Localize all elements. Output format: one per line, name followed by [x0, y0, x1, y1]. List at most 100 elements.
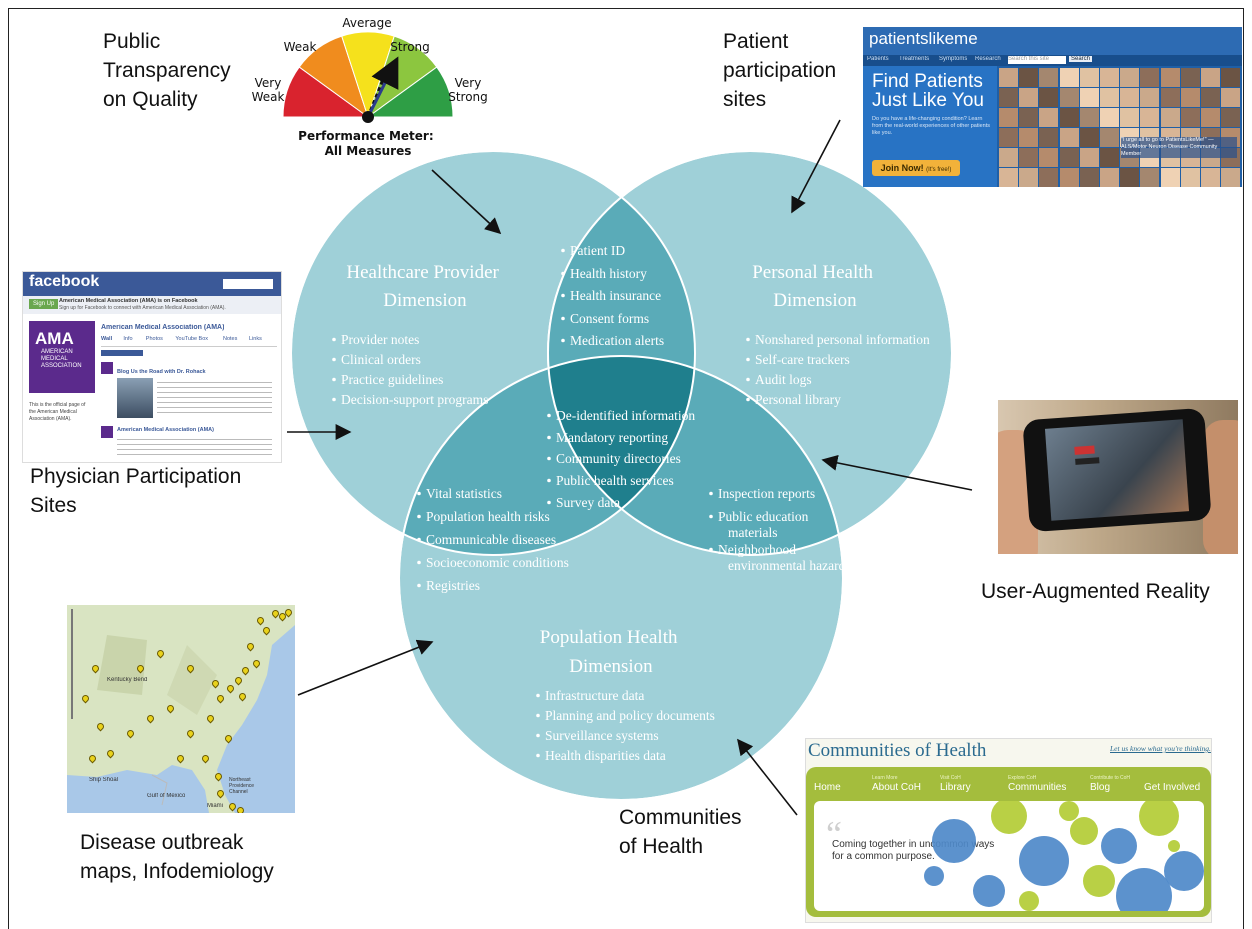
- map-pin[interactable]: [205, 713, 216, 724]
- plm-quote: "I urge all to go to PatientsLikeMe!" —A…: [1121, 137, 1237, 158]
- plm-photo: [999, 108, 1018, 127]
- list-item: Vital statistics: [426, 486, 502, 501]
- map-pin[interactable]: [225, 683, 236, 694]
- bullet: [746, 377, 750, 382]
- map-pin[interactable]: [233, 675, 244, 686]
- coh-nav-item[interactable]: Get Involved: [1144, 782, 1201, 793]
- map-pin[interactable]: [235, 805, 246, 813]
- venn-circles: [290, 150, 953, 801]
- personal-population-overlap: [548, 356, 843, 555]
- coh-bubble: [1139, 801, 1179, 836]
- bullet: [746, 337, 750, 342]
- map-pin[interactable]: [185, 728, 196, 739]
- map-pin[interactable]: [135, 663, 146, 674]
- map-pin[interactable]: [223, 733, 234, 744]
- list-item: materials: [728, 525, 777, 540]
- coh-feedback-link[interactable]: Let us know what you're thinking.: [1110, 744, 1211, 753]
- plm-logo[interactable]: patientslikeme: [869, 29, 978, 48]
- map-pin[interactable]: [155, 648, 166, 659]
- map-pin[interactable]: [185, 663, 196, 674]
- list-item: Provider notes: [341, 332, 419, 347]
- fb-tab[interactable]: Wall: [101, 336, 113, 342]
- meter-hub: [362, 111, 374, 123]
- fb-tab[interactable]: Info: [123, 336, 133, 342]
- map-pin[interactable]: [80, 693, 91, 704]
- list-item: De-identified information: [556, 408, 695, 423]
- fb-signup-button[interactable]: Sign Up: [29, 299, 59, 309]
- list-item: Practice guidelines: [341, 372, 443, 387]
- coh-bubble: [1168, 840, 1180, 852]
- map-pin[interactable]: [245, 641, 256, 652]
- fb-tab[interactable]: Photos: [145, 336, 163, 342]
- facebook-screenshot: facebook Sign Up American Medical Associ…: [22, 271, 282, 463]
- phone: [1022, 407, 1212, 533]
- plm-search-input[interactable]: Search this site: [1008, 56, 1066, 64]
- plm-photo: [999, 68, 1018, 87]
- list-item: Infrastructure data: [545, 688, 644, 703]
- map-pin[interactable]: [213, 771, 224, 782]
- map-pin[interactable]: [240, 665, 251, 676]
- coh-nav-item[interactable]: Home: [814, 782, 841, 793]
- fb-tab[interactable]: Links: [249, 336, 262, 342]
- meter-needle: [366, 56, 399, 118]
- map-pin[interactable]: [125, 728, 136, 739]
- plm-photo: [1201, 108, 1220, 127]
- map-place-3: Northeast Providence Channel: [229, 777, 255, 795]
- plm-join-button[interactable]: Join Now! (It's free!): [872, 160, 960, 176]
- fb-banner: American Medical Association (AMA) is on…: [59, 298, 198, 304]
- plm-photo: [1079, 108, 1099, 127]
- map-pin[interactable]: [90, 663, 101, 674]
- map-zoom-control[interactable]: [71, 609, 85, 719]
- coh-bubble: [1070, 817, 1098, 845]
- map-pin[interactable]: [237, 691, 248, 702]
- population-items: Infrastructure data Planning and policy …: [545, 688, 718, 763]
- fb-tab[interactable]: Notes: [223, 336, 238, 342]
- plm-nav-patients[interactable]: Patients: [867, 56, 889, 62]
- arrow-transparency: [431, 169, 502, 235]
- meter-level-strong: Strong: [390, 40, 430, 54]
- arrows: [287, 119, 973, 816]
- map-pin[interactable]: [175, 753, 186, 764]
- plm-photo: [1160, 168, 1180, 187]
- plm-photo: [1201, 68, 1220, 87]
- map-place-4: Miami: [207, 803, 223, 809]
- map-pin[interactable]: [95, 721, 106, 732]
- map-pin[interactable]: [251, 658, 262, 669]
- plm-photo: [1160, 108, 1180, 127]
- fb-logo[interactable]: facebook: [29, 273, 100, 290]
- arrow-outbreak: [297, 639, 434, 696]
- map-pin[interactable]: [210, 678, 221, 689]
- bullet: [561, 316, 565, 321]
- plm-photo: [1079, 88, 1099, 107]
- plm-photo: [1059, 68, 1079, 87]
- map-pin[interactable]: [215, 693, 226, 704]
- plm-nav-symptoms[interactable]: Symptoms: [939, 56, 968, 62]
- map-pin[interactable]: [261, 625, 272, 636]
- map-pin[interactable]: [87, 753, 98, 764]
- bullet: [746, 357, 750, 362]
- list-item: Neighborhood: [718, 542, 796, 557]
- provider-population-items: Vital statistics Population health risks…: [426, 486, 572, 593]
- map-pin[interactable]: [215, 788, 226, 799]
- public-transparency-label: Public Transparency on Quality: [103, 30, 231, 111]
- map-place-2: Gulf of Mexico: [147, 793, 186, 799]
- plm-nav-research[interactable]: Research: [975, 56, 1001, 62]
- plm-nav-treatments[interactable]: Treatments: [899, 56, 930, 62]
- provider-personal-items: Patient ID Health history Health insuran…: [570, 243, 664, 348]
- plm-photo: [1100, 168, 1119, 187]
- map-pin[interactable]: [105, 748, 116, 759]
- map-pin[interactable]: [255, 615, 266, 626]
- map-pin[interactable]: [200, 753, 211, 764]
- map-pin[interactable]: [145, 713, 156, 724]
- plm-photo: [1160, 68, 1180, 87]
- fb-tab[interactable]: YouTube Box: [175, 336, 209, 342]
- map-pin[interactable]: [165, 703, 176, 714]
- plm-search-button[interactable]: Search: [1069, 56, 1093, 62]
- coh-bubble: [1059, 801, 1079, 821]
- plm-photo: [1079, 168, 1099, 187]
